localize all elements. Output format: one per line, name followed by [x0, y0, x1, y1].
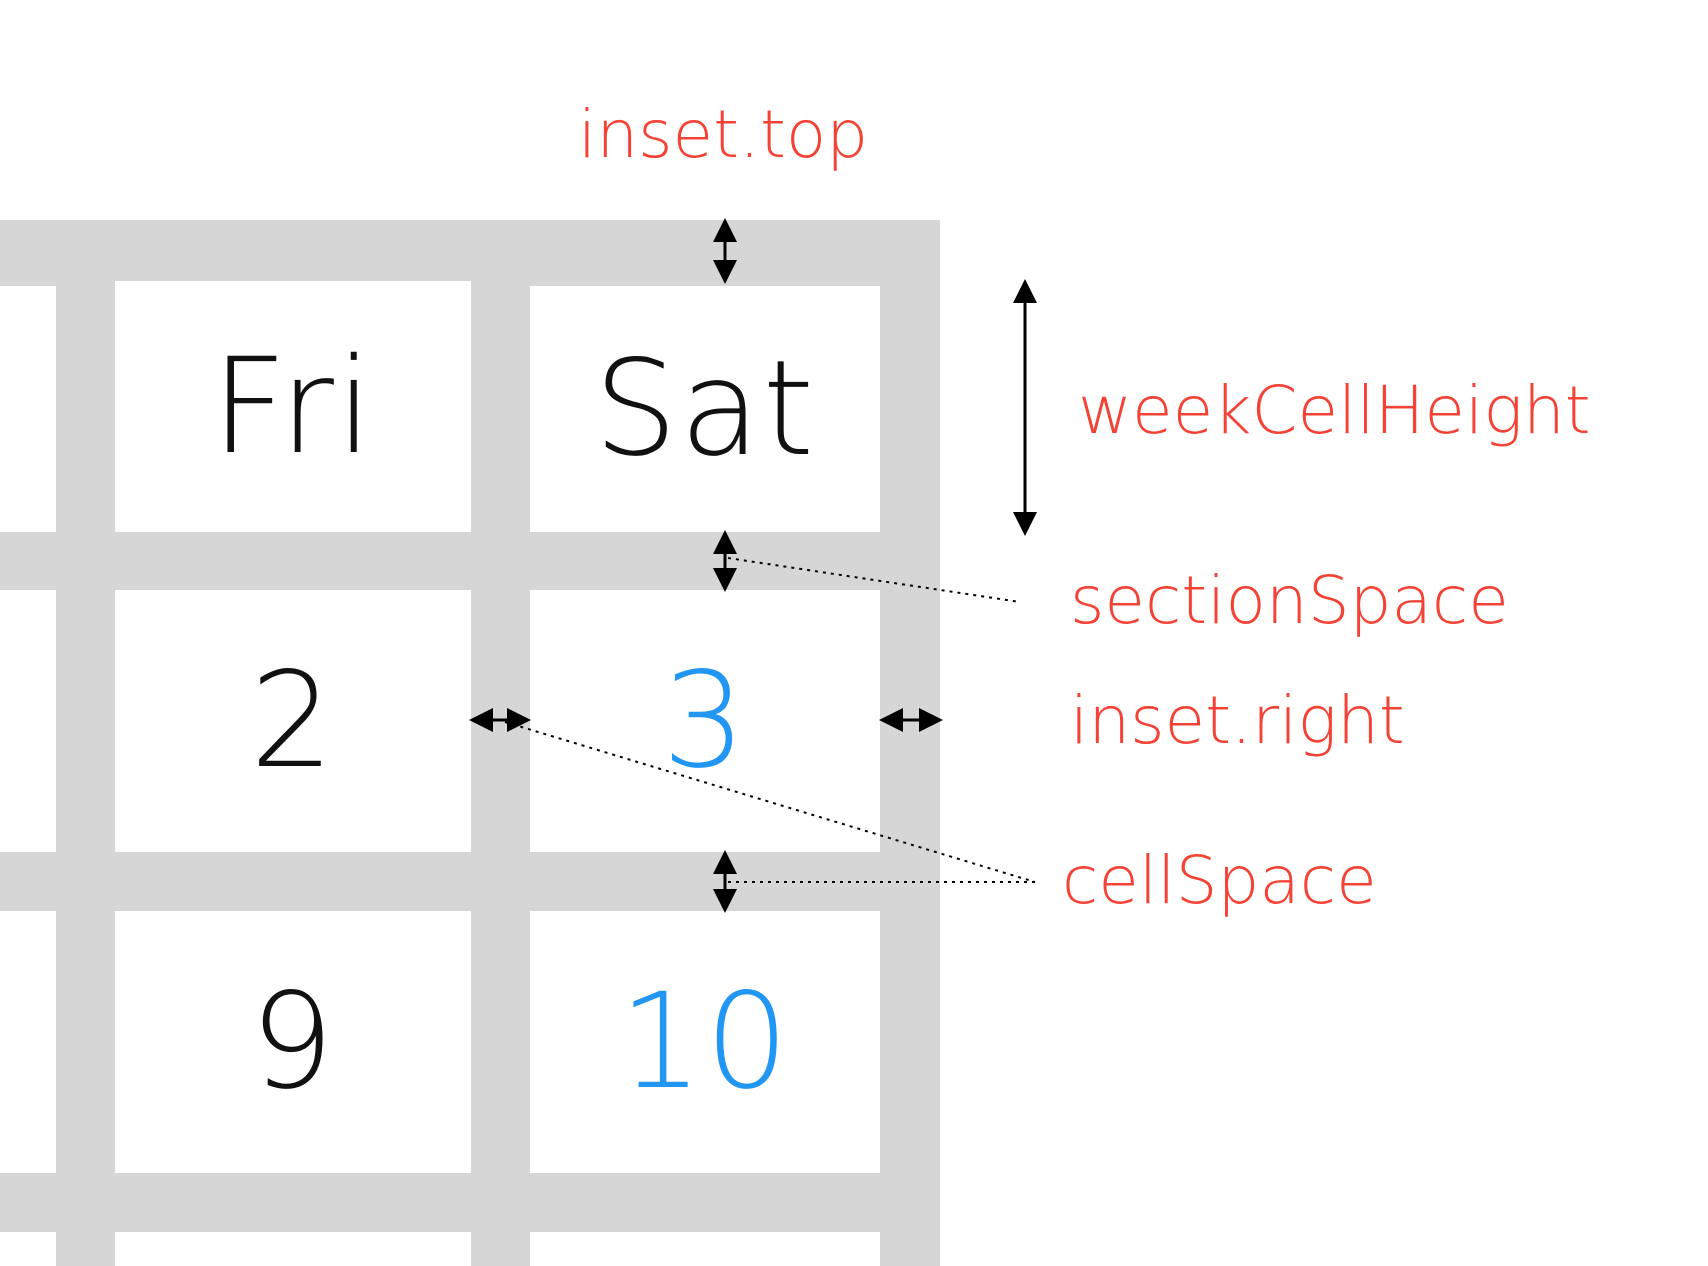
day-cell-sat-row1[interactable]: 3 [530, 590, 880, 852]
partial-cell-row2-left [0, 911, 56, 1173]
day-number-sat-row2: 10 [619, 965, 791, 1119]
label-week-cell-height: weekCellHeight [1078, 372, 1591, 449]
day-cell-fri-row1[interactable]: 2 [115, 590, 471, 852]
week-label-fri: Fri [211, 329, 375, 484]
week-cell-fri: Fri [115, 281, 471, 532]
partial-cell-week-left [0, 286, 56, 532]
day-number-fri-row2: 9 [250, 965, 336, 1119]
label-inset-right: inset.right [1070, 682, 1405, 759]
day-number-sat-row1: 3 [662, 644, 748, 798]
partial-cell-row1-left [0, 590, 56, 852]
label-section-space: sectionSpace [1070, 562, 1509, 639]
label-cell-space: cellSpace [1062, 842, 1377, 919]
week-cell-sat: Sat [530, 286, 880, 532]
partial-cell-row3-left [0, 1232, 56, 1266]
week-label-sat: Sat [593, 332, 817, 486]
day-cell-sat-row2[interactable]: 10 [530, 911, 880, 1173]
day-cell-fri-row2[interactable]: 9 [115, 911, 471, 1173]
cell-space-horizontal-leader [504, 721, 1036, 883]
partial-cell-row3-fri [115, 1232, 471, 1266]
label-inset-top: inset.top [578, 96, 869, 173]
day-number-fri-row1: 2 [250, 644, 336, 798]
section-space-leader [727, 557, 1021, 603]
partial-cell-row3-sat [530, 1232, 880, 1266]
